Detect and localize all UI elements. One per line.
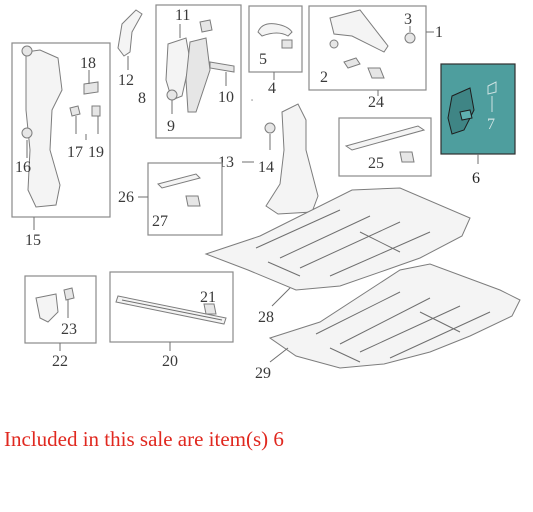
group-4-box bbox=[248, 5, 303, 73]
item-12-part bbox=[117, 9, 143, 70]
label-9: 9 bbox=[167, 118, 175, 135]
label-19: 19 bbox=[88, 144, 104, 161]
group-8-box bbox=[155, 4, 242, 139]
label-23: 23 bbox=[61, 321, 77, 338]
label-26: 26 bbox=[118, 189, 134, 206]
group-25-box bbox=[338, 117, 432, 177]
group-24-box bbox=[308, 5, 434, 91]
label-29: 29 bbox=[255, 365, 271, 382]
label-18: 18 bbox=[80, 55, 96, 72]
label-12: 12 bbox=[118, 72, 134, 89]
label-20: 20 bbox=[162, 353, 178, 370]
group-20-box bbox=[109, 271, 234, 343]
label-2: 2 bbox=[320, 69, 328, 86]
label-21: 21 bbox=[200, 289, 216, 306]
group-26-box bbox=[147, 162, 223, 236]
label-15: 15 bbox=[25, 232, 41, 249]
group-22-box bbox=[24, 275, 97, 344]
label-5: 5 bbox=[259, 51, 267, 68]
carpet-29-part bbox=[268, 263, 521, 369]
label-28: 28 bbox=[258, 309, 274, 326]
label-7: 7 bbox=[487, 116, 495, 133]
label-10: 10 bbox=[218, 89, 234, 106]
label-17: 17 bbox=[67, 144, 83, 161]
label-14: 14 bbox=[258, 159, 274, 176]
label-24: 24 bbox=[368, 94, 384, 111]
group-15-box bbox=[11, 42, 111, 218]
group-6-highlight-box bbox=[440, 63, 516, 155]
sale-caption: Included in this sale are item(s) 6 bbox=[4, 427, 284, 451]
label-8: 8 bbox=[138, 90, 146, 107]
label-3: 3 bbox=[404, 11, 412, 28]
carpet-28-part bbox=[204, 187, 471, 291]
label-27: 27 bbox=[152, 213, 168, 230]
label-22: 22 bbox=[52, 353, 68, 370]
label-6: 6 bbox=[472, 170, 480, 187]
label-4: 4 bbox=[268, 80, 276, 97]
label-25: 25 bbox=[368, 155, 384, 172]
label-1: 1 bbox=[435, 24, 443, 41]
label-11: 11 bbox=[175, 7, 190, 24]
label-16: 16 bbox=[15, 159, 31, 176]
